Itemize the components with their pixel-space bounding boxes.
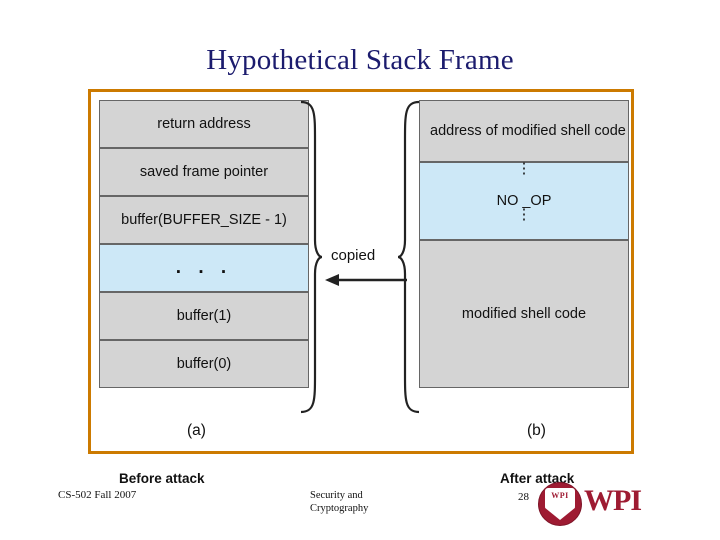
footer-page-number: 28 bbox=[518, 491, 529, 503]
copy-arrow-icon bbox=[325, 274, 407, 286]
wpi-logo-wordmark: WPI bbox=[584, 484, 642, 517]
stack-cell-no-op: NO _OP bbox=[419, 162, 629, 240]
stack-cell-label: address of modified shell code bbox=[430, 122, 626, 139]
wpi-seal-text: WPI bbox=[551, 491, 569, 500]
stack-cell-modified-shell-code: modified shell code bbox=[419, 240, 629, 388]
stack-cell-label: return address bbox=[157, 115, 251, 132]
panel-a-label: (a) bbox=[187, 422, 206, 439]
wpi-seal-icon: WPI bbox=[538, 482, 582, 526]
stack-cell-label: NO _OP bbox=[496, 192, 552, 209]
figure-frame: return address saved frame pointer buffe… bbox=[88, 89, 634, 454]
stack-cell-label: buffer(1) bbox=[176, 307, 232, 324]
stack-cell-label: saved frame pointer bbox=[139, 163, 269, 180]
footer-topic-line2: Cryptography bbox=[310, 503, 369, 515]
stack-cell-buffer-0: buffer(0) bbox=[99, 340, 309, 388]
stack-cell-label: . . . bbox=[175, 257, 233, 279]
no-op-dots-bottom: ⋮ bbox=[516, 206, 532, 223]
stack-cell-ellipsis: . . . bbox=[99, 244, 309, 292]
caption-before-attack: Before attack bbox=[119, 471, 205, 486]
stack-cell-label: buffer(0) bbox=[176, 355, 232, 372]
footer-topic: Security and Cryptography bbox=[310, 489, 368, 515]
stack-cell-return-address: return address bbox=[99, 100, 309, 148]
right-brace bbox=[397, 100, 420, 414]
no-op-dots-top: ⋮ bbox=[516, 160, 532, 177]
page-title: Hypothetical Stack Frame bbox=[206, 44, 514, 76]
stack-cell-saved-frame-pointer: saved frame pointer bbox=[99, 148, 309, 196]
stack-cell-label: buffer(BUFFER_SIZE - 1) bbox=[121, 211, 287, 228]
stack-cell-label: modified shell code bbox=[461, 305, 587, 322]
footer-topic-line1: Security and bbox=[310, 490, 363, 501]
stack-cell-buffer-1: buffer(1) bbox=[99, 292, 309, 340]
panel-b-label: (b) bbox=[527, 422, 546, 439]
copied-label: copied bbox=[331, 247, 376, 264]
wpi-logo: WPI WPI bbox=[538, 482, 694, 526]
footer-course: CS-502 Fall 2007 bbox=[58, 489, 137, 501]
stack-cell-buffer-max: buffer(BUFFER_SIZE - 1) bbox=[99, 196, 309, 244]
stack-cell-address-of-modified-shell-code: address of modified shell code bbox=[419, 100, 629, 162]
left-brace bbox=[300, 100, 323, 414]
